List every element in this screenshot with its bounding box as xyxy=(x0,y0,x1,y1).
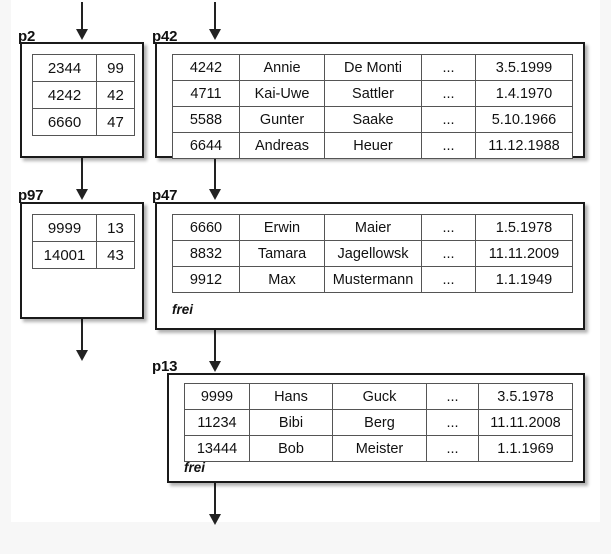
index-node-p2[interactable]: 2344 99 4242 42 6660 47 xyxy=(20,42,144,158)
cell-first: Max xyxy=(239,266,325,293)
table-row: 9999 13 xyxy=(32,214,135,242)
cell-first: Kai-Uwe xyxy=(239,80,325,107)
cell-date: 11.11.2008 xyxy=(478,409,573,436)
cell-id: 11234 xyxy=(184,409,250,436)
cell-first: Tamara xyxy=(239,240,325,267)
table-row: 4711 Kai-Uwe Sattler ... 1.4.1970 xyxy=(172,80,573,107)
cell-key: 4242 xyxy=(32,81,97,109)
cell-pointer: 99 xyxy=(96,54,135,82)
cell-more: ... xyxy=(421,54,476,81)
cell-id: 4711 xyxy=(172,80,240,107)
cell-key: 9999 xyxy=(32,214,97,242)
cell-date: 3.5.1999 xyxy=(475,54,573,81)
cell-id: 13444 xyxy=(184,435,250,462)
cell-id: 9999 xyxy=(184,383,250,410)
free-space-label-p47: frei xyxy=(172,302,194,317)
data-node-p47[interactable]: 6660 Erwin Maier ... 1.5.1978 8832 Tamar… xyxy=(155,202,585,330)
cell-id: 9912 xyxy=(172,266,240,293)
table-row: 9999 Hans Guck ... 3.5.1978 xyxy=(184,383,573,410)
cell-first: Erwin xyxy=(239,214,325,241)
cell-date: 1.4.1970 xyxy=(475,80,573,107)
cell-more: ... xyxy=(421,132,476,159)
cell-more: ... xyxy=(421,266,476,293)
cell-first: Annie xyxy=(239,54,325,81)
cell-pointer: 43 xyxy=(96,241,135,269)
cell-more: ... xyxy=(426,409,479,436)
node-label-p97: p97 xyxy=(18,187,44,204)
cell-last: Maier xyxy=(324,214,422,241)
table-row: 4242 Annie De Monti ... 3.5.1999 xyxy=(172,54,573,81)
cell-date: 5.10.1966 xyxy=(475,106,573,133)
cell-id: 6660 xyxy=(172,214,240,241)
cell-more: ... xyxy=(426,435,479,462)
cell-key: 14001 xyxy=(32,241,97,269)
cell-key: 2344 xyxy=(32,54,97,82)
cell-date: 3.5.1978 xyxy=(478,383,573,410)
index-node-p97[interactable]: 9999 13 14001 43 xyxy=(20,202,144,319)
data-table-p13: 9999 Hans Guck ... 3.5.1978 11234 Bibi B… xyxy=(184,383,573,462)
cell-date: 11.12.1988 xyxy=(475,132,573,159)
index-table-p2: 2344 99 4242 42 6660 47 xyxy=(32,54,135,136)
table-row: 8832 Tamara Jagellowsk ... 11.11.2009 xyxy=(172,240,573,267)
cell-last: Berg xyxy=(332,409,427,436)
cell-pointer: 42 xyxy=(96,81,135,109)
cell-first: Hans xyxy=(249,383,333,410)
cell-key: 6660 xyxy=(32,108,97,136)
data-table-p47: 6660 Erwin Maier ... 1.5.1978 8832 Tamar… xyxy=(172,214,573,293)
node-label-p42: p42 xyxy=(152,28,178,45)
free-space-label-p13: frei xyxy=(184,460,206,475)
cell-id: 4242 xyxy=(172,54,240,81)
index-table-p97: 9999 13 14001 43 xyxy=(32,214,135,269)
node-label-p13: p13 xyxy=(152,358,178,375)
cell-more: ... xyxy=(426,383,479,410)
cell-pointer: 47 xyxy=(96,108,135,136)
node-label-p47: p47 xyxy=(152,187,178,204)
cell-last: Mustermann xyxy=(324,266,422,293)
table-row: 13444 Bob Meister ... 1.1.1969 xyxy=(184,435,573,462)
data-node-p13[interactable]: 9999 Hans Guck ... 3.5.1978 11234 Bibi B… xyxy=(167,373,585,483)
cell-first: Bob xyxy=(249,435,333,462)
cell-id: 5588 xyxy=(172,106,240,133)
cell-id: 8832 xyxy=(172,240,240,267)
cell-last: Saake xyxy=(324,106,422,133)
table-row: 6660 Erwin Maier ... 1.5.1978 xyxy=(172,214,573,241)
table-row: 6644 Andreas Heuer ... 11.12.1988 xyxy=(172,132,573,159)
table-row: 5588 Gunter Saake ... 5.10.1966 xyxy=(172,106,573,133)
cell-more: ... xyxy=(421,80,476,107)
cell-pointer: 13 xyxy=(96,214,135,242)
cell-first: Andreas xyxy=(239,132,325,159)
cell-last: Meister xyxy=(332,435,427,462)
data-table-p42: 4242 Annie De Monti ... 3.5.1999 4711 Ka… xyxy=(172,54,573,159)
table-row: 11234 Bibi Berg ... 11.11.2008 xyxy=(184,409,573,436)
cell-last: Jagellowsk xyxy=(324,240,422,267)
cell-last: Guck xyxy=(332,383,427,410)
cell-last: Heuer xyxy=(324,132,422,159)
cell-more: ... xyxy=(421,214,476,241)
table-row: 14001 43 xyxy=(32,241,135,269)
cell-first: Bibi xyxy=(249,409,333,436)
cell-more: ... xyxy=(421,240,476,267)
cell-last: Sattler xyxy=(324,80,422,107)
table-row: 2344 99 xyxy=(32,54,135,82)
table-row: 9912 Max Mustermann ... 1.1.1949 xyxy=(172,266,573,293)
cell-date: 11.11.2009 xyxy=(475,240,573,267)
cell-date: 1.1.1949 xyxy=(475,266,573,293)
data-node-p42[interactable]: 4242 Annie De Monti ... 3.5.1999 4711 Ka… xyxy=(155,42,585,159)
node-label-p2: p2 xyxy=(18,28,36,45)
cell-date: 1.1.1969 xyxy=(478,435,573,462)
table-row: 4242 42 xyxy=(32,81,135,109)
cell-date: 1.5.1978 xyxy=(475,214,573,241)
cell-last: De Monti xyxy=(324,54,422,81)
cell-id: 6644 xyxy=(172,132,240,159)
table-row: 6660 47 xyxy=(32,108,135,136)
cell-more: ... xyxy=(421,106,476,133)
cell-first: Gunter xyxy=(239,106,325,133)
